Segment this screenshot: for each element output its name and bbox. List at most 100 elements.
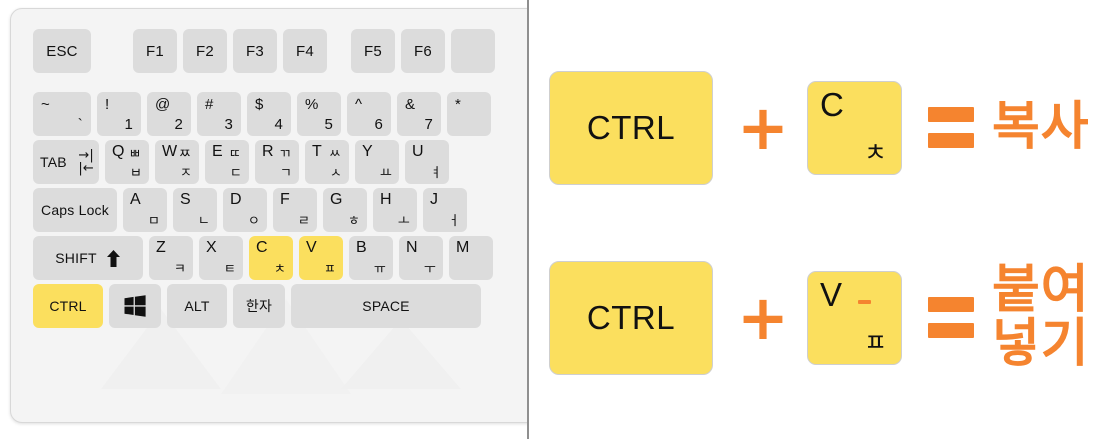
key-b-jamo: ㅠ <box>373 261 386 276</box>
key-backquote[interactable]: ~ ` <box>33 92 91 136</box>
key-n[interactable]: N ㅜ <box>399 236 443 280</box>
shortcut-paste-modifier-key[interactable]: CTRL <box>549 260 713 375</box>
shortcut-copy-modifier-key[interactable]: CTRL <box>549 70 713 185</box>
shortcut-copy-result-line-1: 복사 <box>991 96 1090 157</box>
key-j[interactable]: J ㅓ <box>423 188 467 232</box>
key-alt-label: ALT <box>184 298 210 314</box>
key-v-jamo: ㅍ <box>323 261 336 276</box>
shortcut-paste-letter-label: V <box>819 275 842 313</box>
key-f5-label: F5 <box>364 42 382 60</box>
key-y-label: Y <box>362 143 373 160</box>
key-a-jamo: ㅁ <box>147 213 160 228</box>
key-f[interactable]: F ㄹ <box>273 188 317 232</box>
key-f4[interactable]: F4 <box>283 29 327 73</box>
key-c[interactable]: C ㅊ <box>249 236 293 280</box>
key-h-jamo: ㅗ <box>397 213 410 228</box>
key-q-label: Q <box>112 143 125 160</box>
key-alt[interactable]: ALT <box>167 284 227 328</box>
key-1-label: 1 <box>124 116 133 133</box>
key-f3[interactable]: F3 <box>233 29 277 73</box>
key-y[interactable]: Y ㅛ <box>355 140 399 184</box>
key-s-jamo: ㄴ <box>197 213 210 228</box>
key-5-shift-label: % <box>305 96 319 113</box>
key-t-label: T <box>312 143 322 160</box>
plus-icon: + <box>737 90 789 164</box>
key-r[interactable]: R ㄲ ㄱ <box>255 140 299 184</box>
key-g-jamo: ㅎ <box>347 213 360 228</box>
key-esc[interactable]: ESC <box>33 29 91 73</box>
key-2[interactable]: @ 2 <box>147 92 191 136</box>
shortcut-paste-letter-key[interactable]: V ㅍ <box>806 270 902 365</box>
key-g[interactable]: G ㅎ <box>323 188 367 232</box>
key-3[interactable]: # 3 <box>197 92 241 136</box>
equals-bar-top <box>927 107 974 122</box>
key-c-label: C <box>256 239 268 256</box>
key-z[interactable]: Z ㅋ <box>149 236 193 280</box>
key-ctrl[interactable]: CTRL <box>33 284 103 328</box>
key-j-jamo: ㅓ <box>447 213 460 228</box>
equals-bar-bottom <box>927 323 974 338</box>
key-backquote-label: ` <box>77 116 83 133</box>
key-d-jamo: ㅇ <box>247 213 260 228</box>
key-e-label: E <box>212 143 223 160</box>
key-w-label: W <box>162 143 178 160</box>
key-windows[interactable] <box>109 284 161 328</box>
key-w[interactable]: W ㅉ ㅈ <box>155 140 199 184</box>
key-space[interactable]: SPACE <box>291 284 481 328</box>
shortcut-row-paste: CTRL + V ㅍ 붙여 넣기 <box>549 228 1111 408</box>
key-6-shift-label: ^ <box>355 96 363 113</box>
keyboard-pane: ESC F1 F2 F3 F4 F5 F6 ~ ` ! 1 <box>0 0 529 439</box>
key-shift[interactable]: SHIFT <box>33 236 143 280</box>
key-a-label: A <box>130 191 141 208</box>
key-shift-label: SHIFT <box>55 250 97 266</box>
key-f-jamo: ㄹ <box>297 213 310 228</box>
key-b[interactable]: B ㅠ <box>349 236 393 280</box>
key-e-shift-jamo: ㄸ <box>228 146 241 161</box>
key-e[interactable]: E ㄸ ㄷ <box>205 140 249 184</box>
key-f1-label: F1 <box>146 42 164 60</box>
key-tab[interactable]: TAB →| |← <box>33 140 99 184</box>
key-r-jamo: ㄱ <box>279 165 292 180</box>
key-f7[interactable] <box>451 29 495 73</box>
equals-bar-top <box>927 297 974 312</box>
key-caps-lock[interactable]: Caps Lock <box>33 188 117 232</box>
key-x[interactable]: X ㅌ <box>199 236 243 280</box>
shortcut-row-copy: CTRL + C ㅊ 복사 <box>549 38 1111 218</box>
key-8[interactable]: * <box>447 92 491 136</box>
equals-icon <box>927 107 974 148</box>
key-6[interactable]: ^ 6 <box>347 92 391 136</box>
key-w-shift-jamo: ㅉ <box>178 146 191 161</box>
key-shift-inner: SHIFT <box>55 249 120 267</box>
key-s[interactable]: S ㄴ <box>173 188 217 232</box>
key-f6-label: F6 <box>414 42 432 60</box>
keyboard-row-qwerty: TAB →| |← Q ㅃ ㅂ W ㅉ ㅈ E <box>33 140 527 184</box>
key-h[interactable]: H ㅗ <box>373 188 417 232</box>
keyboard-row-zxcv: SHIFT Z ㅋ X ㅌ C ㅊ <box>33 236 527 280</box>
key-ctrl-label: CTRL <box>49 298 87 314</box>
key-m[interactable]: M <box>449 236 493 280</box>
key-f1[interactable]: F1 <box>133 29 177 73</box>
shortcut-copy-result-label: 복사 <box>991 96 1090 157</box>
key-a[interactable]: A ㅁ <box>123 188 167 232</box>
key-4-label: 4 <box>274 116 283 133</box>
key-5[interactable]: % 5 <box>297 92 341 136</box>
key-n-jamo: ㅜ <box>423 261 436 276</box>
keyboard-row-function: ESC F1 F2 F3 F4 F5 F6 <box>33 29 527 73</box>
key-f5[interactable]: F5 <box>351 29 395 73</box>
key-v[interactable]: V ㅍ <box>299 236 343 280</box>
key-f2[interactable]: F2 <box>183 29 227 73</box>
key-f6[interactable]: F6 <box>401 29 445 73</box>
key-hanja[interactable]: 한자 <box>233 284 285 328</box>
key-d[interactable]: D ㅇ <box>223 188 267 232</box>
key-t[interactable]: T ㅆ ㅅ <box>305 140 349 184</box>
key-4[interactable]: $ 4 <box>247 92 291 136</box>
key-7[interactable]: & 7 <box>397 92 441 136</box>
key-1[interactable]: ! 1 <box>97 92 141 136</box>
key-u[interactable]: U ㅕ <box>405 140 449 184</box>
key-s-label: S <box>180 191 191 208</box>
shortcut-copy-letter-key[interactable]: C ㅊ <box>806 80 902 175</box>
key-n-label: N <box>406 239 418 256</box>
key-q[interactable]: Q ㅃ ㅂ <box>105 140 149 184</box>
windows-icon <box>124 295 146 317</box>
key-q-jamo: ㅂ <box>129 165 142 180</box>
